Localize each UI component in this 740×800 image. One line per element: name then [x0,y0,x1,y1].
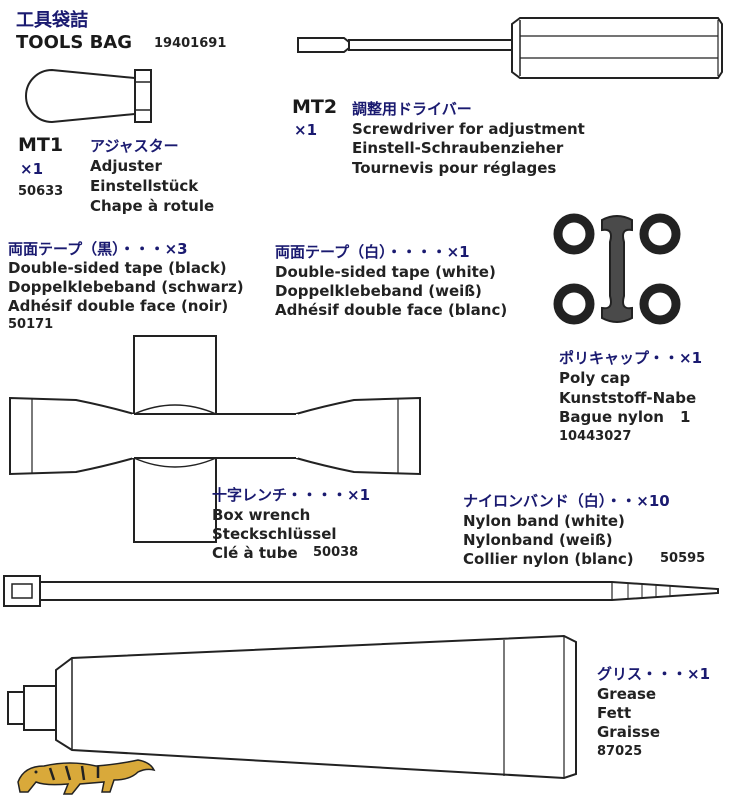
mt2-name-fr: Tournevis pour réglages [352,159,557,177]
nylon-band-name-fr: Collier nylon (blanc) [463,550,634,568]
poly-cap-drawing [553,213,681,325]
mt2-qty: ×1 [294,121,318,139]
mt2-name-jp: 調整用ドライバー [352,100,472,118]
tape-black-code: 50171 [8,317,54,332]
nylon-band-code: 50595 [660,551,706,566]
mt1-name-jp: アジャスター [90,137,179,155]
adjuster-drawing [25,68,152,124]
grease-name-en: Grease [597,685,657,703]
poly-cap-name-en: Poly cap [559,369,631,387]
mt2-id: MT2 [292,96,338,118]
tape-black-name-en: Double-sided tape (black) [8,259,227,277]
screwdriver-drawing [297,17,723,79]
mt1-name-fr: Chape à rotule [90,197,215,215]
poly-cap-name-de: Kunststoff-Nabe [559,389,697,407]
title-japanese: 工具袋詰 [16,10,88,31]
mt2-name-de: Einstell-Schraubenzieher [352,139,564,157]
nylon-band-drawing [3,575,719,607]
tape-black-name-de: Doppelklebeband (schwarz) [8,278,244,296]
tape-white-name-fr: Adhésif double face (blanc) [275,301,508,319]
mt1-qty: ×1 [20,160,44,178]
mt1-name-de: Einstellstück [90,177,199,195]
bag-code: 19401691 [154,36,227,51]
nylon-band-name-de: Nylonband (weiß) [463,531,613,549]
mt1-id: MT1 [18,134,64,156]
tape-black-name-fr: Adhésif double face (noir) [8,297,229,315]
tape-white-name-de: Doppelklebeband (weiß) [275,282,482,300]
box-wrench-name-en: Box wrench [212,506,311,524]
box-wrench-drawing [9,335,421,543]
tape-white-name-jp: 両面テープ（白）・・・・×1 [275,243,470,261]
mt1-name-en: Adjuster [90,157,162,175]
grease-name-jp: グリス・・・×1 [597,665,711,683]
poly-cap-code: 10443027 [559,429,632,444]
grease-tube-drawing [7,634,577,780]
nylon-band-name-en: Nylon band (white) [463,512,625,530]
tiger-logo-icon [17,759,156,795]
tape-black-name-jp: 両面テープ（黒）・・・×3 [8,240,188,258]
box-wrench-code: 50038 [313,545,359,560]
box-wrench-name-de: Steckschlüssel [212,525,337,543]
mt2-name-en: Screwdriver for adjustment [352,120,585,138]
tape-white-name-en: Double-sided tape (white) [275,263,496,281]
poly-cap-extra: 1 [680,408,691,426]
title-english: TOOLS BAG [16,32,133,53]
poly-cap-name-jp: ポリキャップ・・×1 [559,349,703,367]
grease-name-fr: Graisse [597,723,661,741]
poly-cap-name-fr: Bague nylon [559,408,664,426]
grease-name-de: Fett [597,704,632,722]
grease-code: 87025 [597,744,643,759]
box-wrench-name-jp: 十字レンチ・・・・×1 [212,486,371,504]
box-wrench-name-fr: Clé à tube [212,544,298,562]
mt1-code: 50633 [18,184,64,199]
nylon-band-name-jp: ナイロンバンド（白）・・×10 [463,492,670,510]
